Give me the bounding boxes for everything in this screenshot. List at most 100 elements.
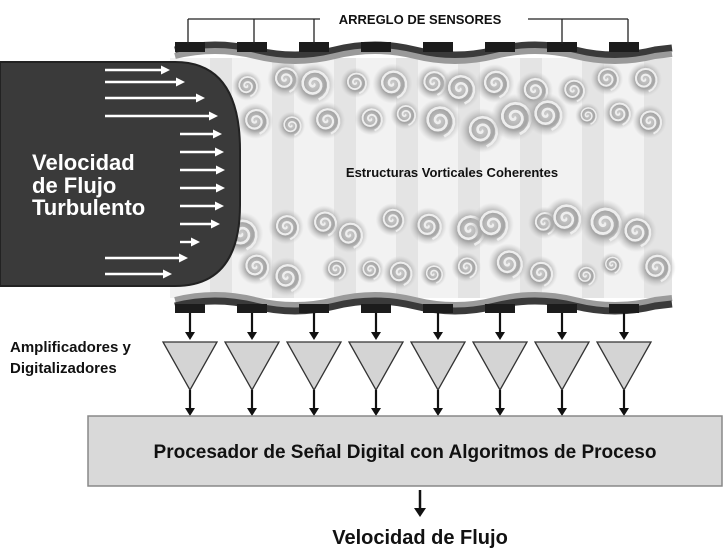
sensor-array-bottom: [175, 304, 639, 313]
flow-arrow: [180, 237, 200, 247]
vortex: [522, 255, 558, 291]
flow-arrow: [105, 65, 170, 75]
vortex: [590, 62, 624, 95]
vortex: [615, 211, 657, 253]
output-label: Velocidad de Flujo: [332, 527, 508, 549]
amplifier-label-line1: Amplificadores y: [10, 339, 132, 356]
vortex: [602, 97, 636, 130]
vortex: [416, 98, 462, 143]
vortex: [237, 248, 275, 285]
flow-arrow: [105, 77, 185, 87]
sensor-top: [237, 42, 267, 52]
vortex: [340, 67, 371, 98]
flow-arrow: [180, 201, 224, 211]
amplifier-channel: [223, 313, 281, 416]
vortex: [557, 74, 590, 107]
vortex-label: Estructuras Vorticales Coherentes: [346, 165, 558, 180]
vortex: [544, 197, 587, 240]
sensor-top: [547, 42, 577, 52]
flow-arrow: [105, 253, 188, 263]
vortex: [575, 102, 601, 128]
flow-arrow: [105, 111, 218, 121]
vortex: [488, 243, 529, 284]
sensor-bottom: [299, 304, 329, 313]
sensor-bottom: [485, 304, 515, 313]
flow-arrow: [105, 93, 205, 103]
amplifier-channel: [471, 313, 529, 416]
sensor-bottom: [361, 304, 391, 313]
amplifier-channel: [161, 313, 219, 416]
amplifier-triangle: [223, 341, 281, 392]
flow-arrow: [105, 269, 172, 279]
amplifier-channel: [285, 313, 343, 416]
vortex: [420, 260, 447, 287]
vortex: [354, 102, 388, 136]
sensor-bottom: [175, 304, 205, 313]
flow-profile-arrows: [105, 65, 225, 279]
amplifier-triangle: [161, 341, 219, 392]
amplifier-channel: [347, 313, 405, 416]
flow-profile: [0, 61, 241, 287]
flow-arrow: [180, 165, 225, 175]
vortex: [599, 252, 624, 277]
sensor-array-bracket: [187, 18, 629, 44]
flow-arrow: [180, 147, 224, 157]
vortex: [372, 63, 413, 104]
flow-profile-label-line1: Velocidad: [32, 150, 135, 175]
vortex: [331, 216, 368, 254]
vortex: [308, 101, 346, 139]
amplifier-triangle: [595, 341, 653, 392]
amplifier-triangle: [533, 341, 591, 392]
amplifier-triangle: [409, 341, 467, 392]
processor-label: Procesador de Señal Digital con Algoritm…: [154, 442, 657, 463]
pipe-wall-bottom: [174, 292, 673, 308]
amplifier-channel: [533, 313, 591, 416]
vortex: [451, 252, 482, 283]
vortex: [627, 61, 662, 97]
vortex: [277, 111, 306, 140]
vortex: [266, 257, 307, 297]
sensor-bottom: [547, 304, 577, 313]
vortex: [237, 102, 274, 139]
sensor-array-top: [175, 42, 639, 52]
sensor-top: [423, 42, 453, 52]
flow-profile-label-line3: Turbulento: [32, 195, 145, 220]
vortex: [382, 255, 417, 291]
vortex: [292, 62, 336, 106]
pipe-wall-top: [174, 48, 673, 64]
sensor-bottom: [423, 304, 453, 313]
amplifier-label-line2: Digitalizadores: [10, 360, 117, 377]
vortex: [375, 203, 409, 237]
sensor-array-label: ARREGLO DE SENSORES: [339, 12, 502, 27]
amplifier-chain: [161, 313, 653, 416]
vortex: [356, 255, 385, 284]
amplifier-triangle: [471, 341, 529, 392]
flow-arrow: [180, 129, 222, 139]
processor-box: [87, 415, 723, 487]
vortex-field: [219, 61, 676, 297]
vortex: [636, 247, 676, 287]
vortex: [470, 202, 514, 247]
flow-arrow: [180, 219, 220, 229]
sensor-top: [609, 42, 639, 52]
vortex: [409, 207, 447, 245]
sensor-top: [485, 42, 515, 52]
sensor-top: [175, 42, 205, 52]
amplifier-channel: [595, 313, 653, 416]
sensor-top: [299, 42, 329, 52]
flow-arrow: [180, 183, 225, 193]
vortex: [572, 262, 599, 289]
vortex: [475, 64, 515, 103]
amplifier-triangle: [347, 341, 405, 392]
amplifier-channel: [409, 313, 467, 416]
output-arrow-head: [414, 508, 426, 517]
vortex: [632, 104, 667, 139]
vortex: [268, 209, 304, 245]
vortex: [321, 255, 350, 283]
sensor-top: [361, 42, 391, 52]
vortex: [390, 100, 420, 130]
amplifier-triangle: [285, 341, 343, 392]
sensor-bottom: [237, 304, 267, 313]
